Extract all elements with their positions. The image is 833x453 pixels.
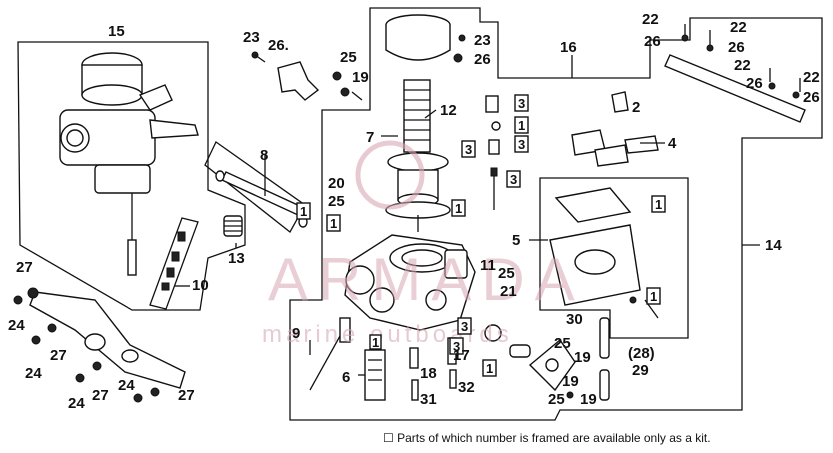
mounting-bracket <box>13 287 186 403</box>
callout-9: 9 <box>292 325 300 342</box>
kit-3-a: 3 <box>518 96 525 111</box>
jets <box>485 95 501 210</box>
kit-1-d: 1 <box>655 197 662 212</box>
kit-1-c: 1 <box>455 201 462 216</box>
callout-25-d: 25 <box>554 335 571 352</box>
callout-25-c: 25 <box>498 265 515 282</box>
callout-30: 30 <box>566 311 583 328</box>
callout-26-b: 26 <box>474 51 491 68</box>
callout-27-d: 27 <box>178 387 195 404</box>
watermark: ARMADA marine outboards <box>262 140 585 348</box>
callout-26-a: 26. <box>268 37 289 54</box>
part-13-spring <box>223 215 243 237</box>
kit-3-b: 3 <box>518 137 525 152</box>
carburetor-assembly-illustration <box>59 52 199 276</box>
callout-22-a: 22 <box>642 11 659 28</box>
lower-screws-and-springs <box>309 317 531 401</box>
callout-24-d: 24 <box>68 395 85 412</box>
callout-23-b: 23 <box>474 32 491 49</box>
callout-5: 5 <box>512 232 520 249</box>
callout-12: 12 <box>440 102 457 119</box>
top-linkage-parts <box>251 51 363 101</box>
callout-23-a: 23 <box>243 29 260 46</box>
assembly-outlines <box>17 7 823 421</box>
callout-26-e: 26 <box>746 75 763 92</box>
kit-3-f: 3 <box>453 339 460 354</box>
watermark-brand: ARMADA <box>268 246 585 313</box>
callout-19-c: 19 <box>562 373 579 390</box>
kit-1-a: 1 <box>300 204 307 219</box>
tubes <box>599 317 610 401</box>
callout-21: 21 <box>500 283 517 300</box>
callout-2: 2 <box>632 99 640 116</box>
callout-17: 17 <box>453 347 470 364</box>
callout-7: 7 <box>366 129 374 146</box>
kit-3-d: 3 <box>510 172 517 187</box>
kit-3-e: 3 <box>461 319 468 334</box>
callout-18: 18 <box>420 365 437 382</box>
callout-29: 29 <box>632 362 649 379</box>
callout-14: 14 <box>765 237 782 254</box>
kit-footnote: ☐ Parts of which number is framed are av… <box>383 431 711 445</box>
kit-box-labels: 1 1 1 1 1 1 1 1 3 3 3 3 3 3 <box>300 96 662 376</box>
kit-1-h: 1 <box>486 361 493 376</box>
throttle-body <box>344 234 476 331</box>
kit-1-e: 1 <box>650 289 657 304</box>
kit-1-b: 1 <box>330 216 337 231</box>
kit-1-g: 1 <box>372 335 379 350</box>
part-8-tube <box>215 170 308 228</box>
callout-24-c: 24 <box>118 377 135 394</box>
part-10-needle-set <box>149 217 199 310</box>
callout-numbers: 15 8 13 10 27 24 27 24 24 27 24 27 23 26… <box>8 11 820 412</box>
callout-22-d: 22 <box>803 69 820 86</box>
callout-19-b: 19 <box>574 349 591 366</box>
callout-15: 15 <box>108 23 125 40</box>
callout-19-d: 19 <box>580 391 597 408</box>
choke-parts <box>571 91 659 167</box>
callout-25-b: 25 <box>328 193 345 210</box>
kit-1-f: 1 <box>518 118 525 133</box>
callout-27-b: 27 <box>50 347 67 364</box>
callout-25-a: 25 <box>340 49 357 66</box>
callout-28: (28) <box>628 345 655 362</box>
pump-cover <box>484 324 576 399</box>
callout-27-a: 27 <box>16 259 33 276</box>
callout-32: 32 <box>458 379 475 396</box>
callout-22-b: 22 <box>730 19 747 36</box>
callout-26-f: 26 <box>803 89 820 106</box>
leader-lines <box>175 55 760 376</box>
callout-24-a: 24 <box>8 317 25 334</box>
callout-13: 13 <box>228 250 245 267</box>
kit-boxes <box>296 94 666 377</box>
callout-24-b: 24 <box>25 365 42 382</box>
callout-11: 11 <box>480 257 496 274</box>
callout-26-d: 26 <box>728 39 745 56</box>
kit-3-c: 3 <box>465 142 472 157</box>
callout-22-c: 22 <box>734 57 751 74</box>
callout-4: 4 <box>668 135 677 152</box>
callout-31: 31 <box>420 391 437 408</box>
callout-27-c: 27 <box>92 387 109 404</box>
callout-8: 8 <box>260 147 268 164</box>
callout-19-a: 19 <box>352 69 369 86</box>
callout-6: 6 <box>342 369 350 386</box>
top-right-bracket <box>664 24 806 123</box>
callout-16: 16 <box>560 39 577 56</box>
callout-26-c: 26 <box>644 33 661 50</box>
float-bowl <box>549 187 659 319</box>
callout-20: 20 <box>328 175 345 192</box>
callout-10: 10 <box>192 277 209 294</box>
callout-25-e: 25 <box>548 391 565 408</box>
